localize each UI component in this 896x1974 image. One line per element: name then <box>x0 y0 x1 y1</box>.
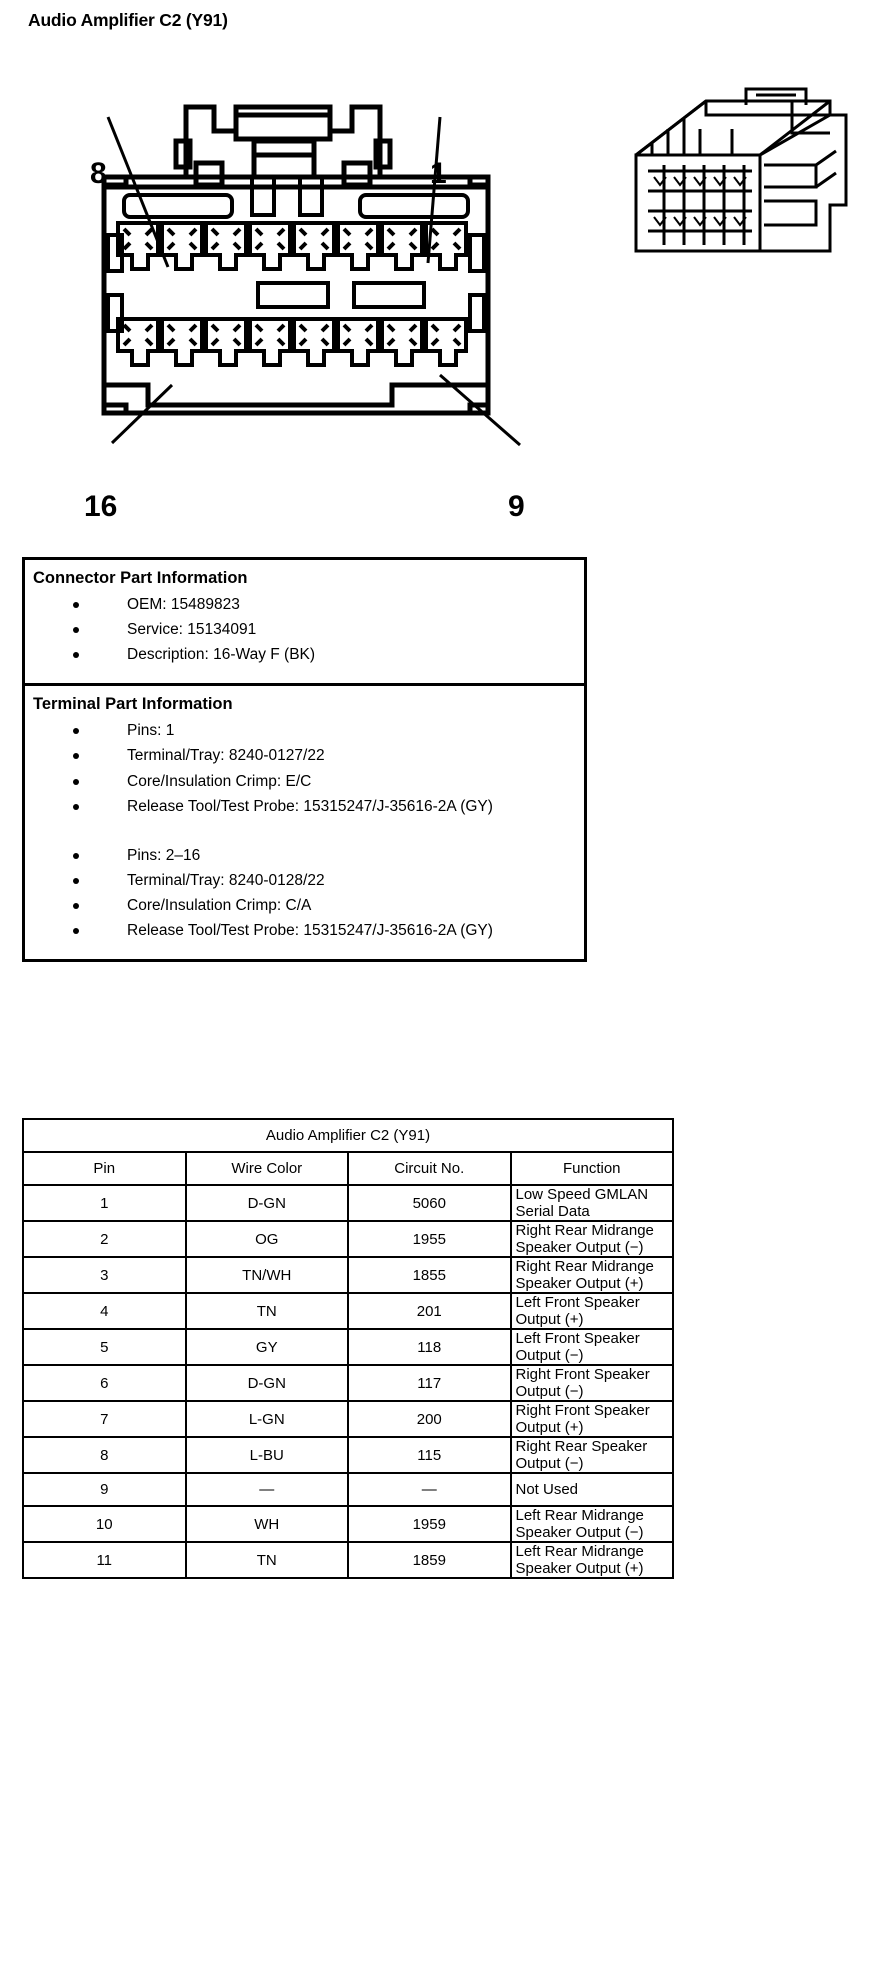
column-header-function: Function <box>509 1151 674 1186</box>
cell-circuit: 200 <box>347 1400 512 1438</box>
cell-circuit: — <box>347 1472 512 1507</box>
cell-function: Left Front Speaker Output (−) <box>509 1328 674 1366</box>
connector-part-information-list: OEM: 15489823 Service: 15134091 Descript… <box>25 592 584 683</box>
cell-function: Left Rear Midrange Speaker Output (−) <box>509 1505 674 1543</box>
cell-function: Right Rear Speaker Output (−) <box>509 1436 674 1474</box>
table-row: 5 GY 118 Left Front Speaker Output (−) <box>22 1328 674 1366</box>
table-title-row: Audio Amplifier C2 (Y91) <box>22 1118 674 1153</box>
callout-number-8: 8 <box>90 157 107 190</box>
list-group-spacer <box>25 819 584 837</box>
list-item: Core/Insulation Crimp: C/A <box>25 893 584 918</box>
cell-function: Low Speed GMLAN Serial Data <box>509 1184 674 1222</box>
callout-number-1: 1 <box>430 157 447 190</box>
connector-isometric-view <box>634 87 848 253</box>
keying-blocks <box>256 281 426 309</box>
connector-latch <box>173 104 393 188</box>
cell-function: Right Rear Midrange Speaker Output (+) <box>509 1256 674 1294</box>
connector-body <box>101 174 491 416</box>
list-item: Pins: 2–16 <box>25 843 584 868</box>
connector-illustration-svg <box>101 87 848 447</box>
table-row: 11 TN 1859 Left Rear Midrange Speaker Ou… <box>22 1541 674 1579</box>
cell-circuit: 201 <box>347 1292 512 1330</box>
cell-color: WH <box>184 1505 349 1543</box>
connector-diagram: 8 1 16 9 <box>0 55 896 522</box>
connector-part-information-section: Connector Part Information OEM: 15489823… <box>25 560 584 683</box>
table-row: 4 TN 201 Left Front Speaker Output (+) <box>22 1292 674 1330</box>
terminal-part-information-header: Terminal Part Information <box>33 695 233 714</box>
cell-function: Not Used <box>509 1472 674 1507</box>
cell-color: TN/WH <box>184 1256 349 1294</box>
cell-pin: 8 <box>22 1436 187 1474</box>
cell-circuit: 118 <box>347 1328 512 1366</box>
cell-circuit: 1859 <box>347 1541 512 1579</box>
connector-part-information-header: Connector Part Information <box>33 569 248 587</box>
cell-pin: 6 <box>22 1364 187 1402</box>
table-row: 6 D-GN 117 Right Front Speaker Output (−… <box>22 1364 674 1402</box>
cell-pin: 2 <box>22 1220 187 1258</box>
cell-function: Right Front Speaker Output (+) <box>509 1400 674 1438</box>
list-item: Terminal/Tray: 8240-0127/22 <box>25 743 584 768</box>
callout-number-16: 16 <box>84 490 118 523</box>
table-row: 1 D-GN 5060 Low Speed GMLAN Serial Data <box>22 1184 674 1222</box>
cell-circuit: 1855 <box>347 1256 512 1294</box>
cell-color: GY <box>184 1328 349 1366</box>
table-row: 10 WH 1959 Left Rear Midrange Speaker Ou… <box>22 1505 674 1543</box>
cell-pin: 1 <box>22 1184 187 1222</box>
cell-color: L-GN <box>184 1400 349 1438</box>
cell-pin: 5 <box>22 1328 187 1366</box>
cell-color: OG <box>184 1220 349 1258</box>
callout-number-9: 9 <box>508 490 525 523</box>
cell-pin: 10 <box>22 1505 187 1543</box>
list-item: Description: 16-Way F (BK) <box>25 642 584 667</box>
cell-pin: 9 <box>22 1472 187 1507</box>
cell-circuit: 1959 <box>347 1505 512 1543</box>
list-item: Pins: 1 <box>25 718 584 743</box>
cell-color: TN <box>184 1541 349 1579</box>
cell-color: D-GN <box>184 1364 349 1402</box>
cell-pin: 4 <box>22 1292 187 1330</box>
part-information-box: Connector Part Information OEM: 15489823… <box>22 557 587 963</box>
pin-assignment-table: Audio Amplifier C2 (Y91) Pin Wire Color … <box>22 1118 674 1579</box>
cavity-row-top <box>116 221 468 271</box>
cell-color: L-BU <box>184 1436 349 1474</box>
column-header-circuit-no: Circuit No. <box>347 1151 512 1186</box>
table-row: 7 L-GN 200 Right Front Speaker Output (+… <box>22 1400 674 1438</box>
terminal-part-information-list-group-1: Pins: 1 Terminal/Tray: 8240-0127/22 Core… <box>25 718 584 818</box>
cell-circuit: 115 <box>347 1436 512 1474</box>
list-item: Terminal/Tray: 8240-0128/22 <box>25 868 584 893</box>
table-header-row: Pin Wire Color Circuit No. Function <box>22 1151 674 1186</box>
list-item: Release Tool/Test Probe: 15315247/J-3561… <box>25 918 584 943</box>
pin-table-title: Audio Amplifier C2 (Y91) <box>22 1118 674 1153</box>
table-row: 2 OG 1955 Right Rear Midrange Speaker Ou… <box>22 1220 674 1258</box>
cell-color: D-GN <box>184 1184 349 1222</box>
cell-function: Left Rear Midrange Speaker Output (+) <box>509 1541 674 1579</box>
list-item: Core/Insulation Crimp: E/C <box>25 769 584 794</box>
pin-assignment-table-wrapper: Audio Amplifier C2 (Y91) Pin Wire Color … <box>22 1118 674 1579</box>
column-header-pin: Pin <box>22 1151 187 1186</box>
guide-slots-upper <box>122 175 470 219</box>
table-row: 8 L-BU 115 Right Rear Speaker Output (−) <box>22 1436 674 1474</box>
table-row: 9 — — Not Used <box>22 1472 674 1507</box>
cell-circuit: 117 <box>347 1364 512 1402</box>
cell-color: — <box>184 1472 349 1507</box>
cell-function: Right Rear Midrange Speaker Output (−) <box>509 1220 674 1258</box>
list-item: OEM: 15489823 <box>25 592 584 617</box>
cell-pin: 11 <box>22 1541 187 1579</box>
cell-function: Left Front Speaker Output (+) <box>509 1292 674 1330</box>
cell-function: Right Front Speaker Output (−) <box>509 1364 674 1402</box>
connector-skirt <box>104 382 488 416</box>
column-header-wire-color: Wire Color <box>184 1151 349 1186</box>
terminal-part-information-list-group-2: Pins: 2–16 Terminal/Tray: 8240-0128/22 C… <box>25 837 584 959</box>
cell-pin: 7 <box>22 1400 187 1438</box>
list-item: Service: 15134091 <box>25 617 584 642</box>
cell-color: TN <box>184 1292 349 1330</box>
cell-circuit: 5060 <box>347 1184 512 1222</box>
cell-pin: 3 <box>22 1256 187 1294</box>
list-item: Release Tool/Test Probe: 15315247/J-3561… <box>25 794 584 819</box>
table-row: 3 TN/WH 1855 Right Rear Midrange Speaker… <box>22 1256 674 1294</box>
page-title: Audio Amplifier C2 (Y91) <box>28 10 228 30</box>
terminal-part-information-section: Terminal Part Information Pins: 1 Termin… <box>25 683 584 959</box>
cell-circuit: 1955 <box>347 1220 512 1258</box>
cavity-row-bottom <box>116 317 468 367</box>
